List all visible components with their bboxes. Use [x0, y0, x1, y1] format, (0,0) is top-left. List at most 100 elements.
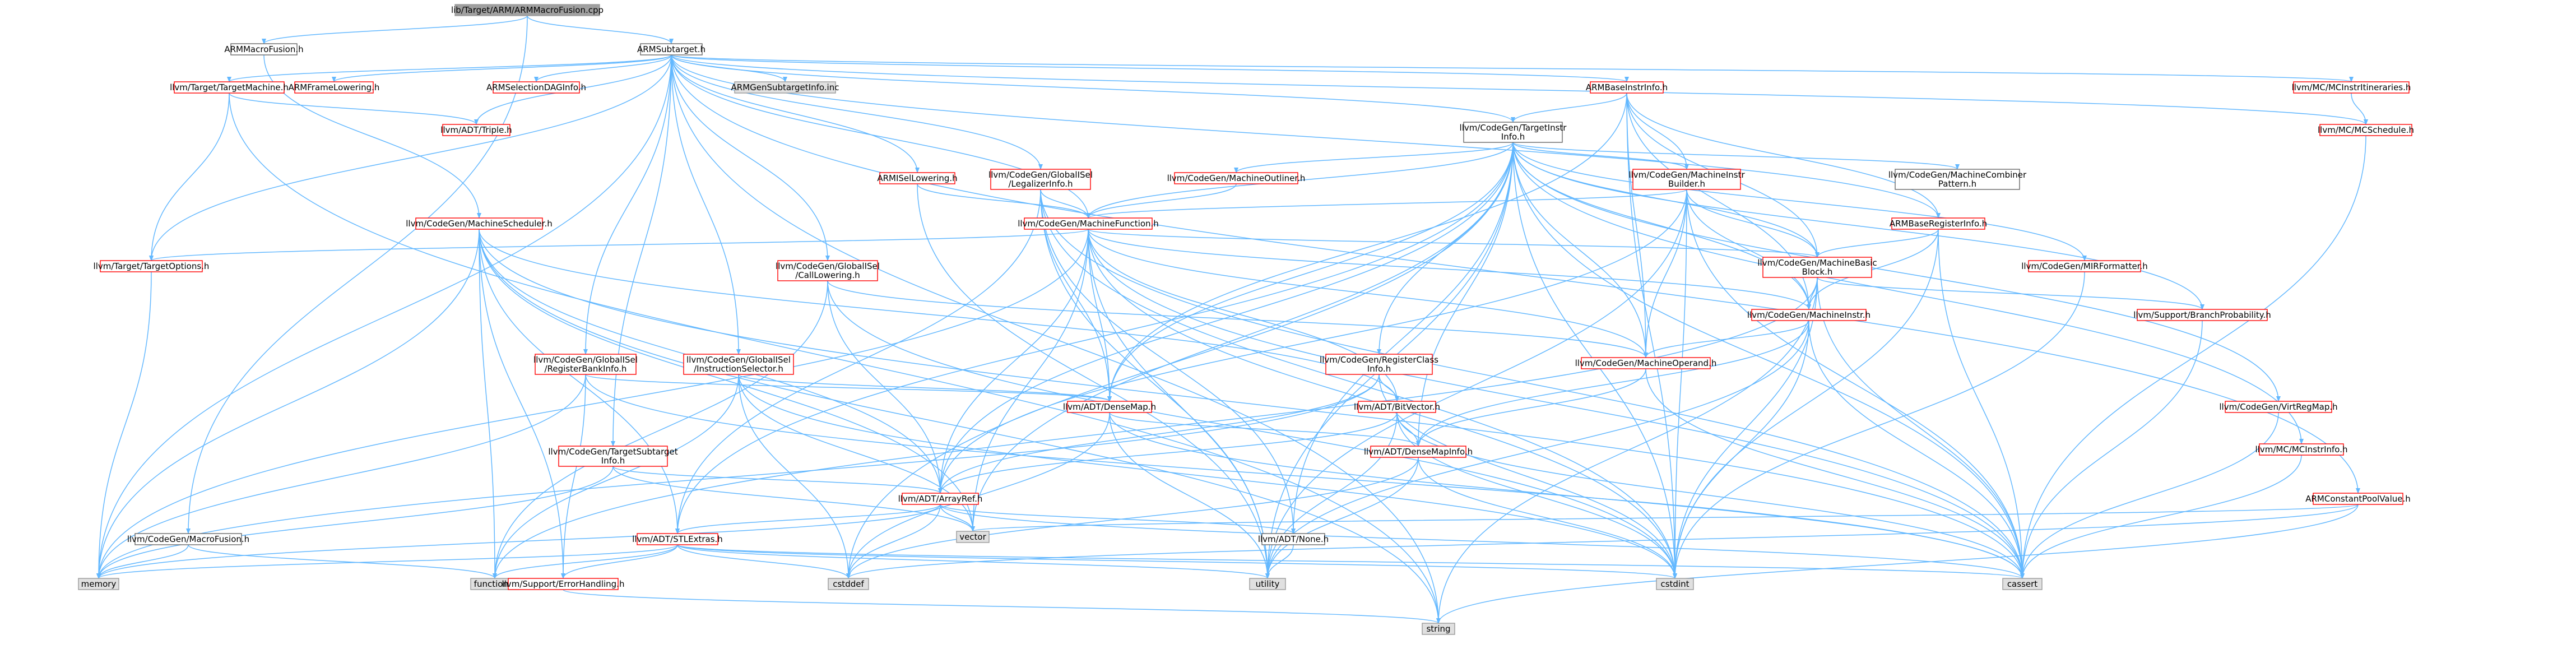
node-adt-bitvector-h[interactable]: llvm/ADT/BitVector.h [1354, 401, 1440, 413]
svg-text:llvm/CodeGen/VirtRegMap.h: llvm/CodeGen/VirtRegMap.h [2219, 402, 2337, 412]
node-codegen-machineoperand-h[interactable]: llvm/CodeGen/MachineOperand.h [1575, 357, 1717, 369]
node-codegen-machineoutliner-h[interactable]: llvm/CodeGen/MachineOutliner.h [1167, 172, 1306, 184]
svg-text:/LegalizerInfo.h: /LegalizerInfo.h [1008, 179, 1073, 189]
svg-text:llvm/MC/MCSchedule.h: llvm/MC/MCSchedule.h [2318, 125, 2414, 135]
node-armisellowering-h[interactable]: ARMISelLowering.h [877, 172, 958, 184]
dependency-edge [96, 229, 1089, 579]
dependency-edge [671, 54, 1043, 170]
dependency-edge [1418, 457, 1677, 579]
dependency-edge [534, 54, 672, 82]
dependency-edge [1644, 320, 1809, 358]
dependency-edge [675, 504, 941, 534]
node-globalisel-registerbankinfo-h[interactable]: llvm/CodeGen/GlobalISel/RegisterBankInfo… [533, 354, 638, 375]
dependency-edge [1265, 320, 1809, 579]
node-codegen-virtregmap-h[interactable]: llvm/CodeGen/VirtRegMap.h [2219, 401, 2338, 413]
node-target-targetmachine-h[interactable]: llvm/Target/TargetMachine.h [170, 81, 289, 94]
node-mc-mcinstritineraries-h[interactable]: llvm/MC/MCInstrItineraries.h [2292, 81, 2411, 94]
node-codegen-machinefunction-h[interactable]: llvm/CodeGen/MachineFunction.h [1018, 217, 1159, 230]
dependency-edge [940, 504, 2025, 579]
dependency-edge [738, 374, 1112, 402]
dependency-edge [1512, 142, 2025, 579]
dependency-edge [561, 544, 678, 579]
svg-text:llvm/Support/ErrorHandling.h: llvm/Support/ErrorHandling.h [502, 579, 625, 589]
dependency-edge [1088, 229, 1811, 310]
node-armbaseinstrinfo-h[interactable]: ARMBaseInstrInfo.h [1586, 81, 1668, 94]
svg-text:cassert: cassert [2007, 579, 2037, 589]
svg-text:string: string [1426, 624, 1450, 634]
node-support-branchprobability-h[interactable]: llvm/Support/BranchProbability.h [2133, 309, 2271, 321]
node-adt-none-h[interactable]: llvm/ADT/None.h [1258, 533, 1329, 545]
dependency-edge [1512, 142, 2204, 310]
node-globalisel-calllowering-h[interactable]: llvm/CodeGen/GlobalISel/CallLowering.h [776, 260, 880, 281]
node-adt-densemap-h[interactable]: llvm/ADT/DenseMap.h [1063, 401, 1156, 413]
dependency-edge [677, 544, 1270, 579]
dependency-edge [671, 54, 1441, 624]
node-target-targetoptions-h[interactable]: llvm/Target/TargetOptions.h [94, 260, 210, 272]
svg-text:ARMSubtarget.h: ARMSubtarget.h [637, 44, 706, 54]
dependency-edge [671, 54, 741, 355]
dependency-edge [677, 544, 851, 579]
node-armconstantpoolvalue-h[interactable]: ARMConstantPoolValue.h [2305, 493, 2411, 505]
dependency-edge [149, 229, 1089, 261]
node-codegen-mirformatter-h[interactable]: llvm/CodeGen/MIRFormatter.h [2021, 260, 2148, 272]
node-armselectiondaginfo-h[interactable]: ARMSelectionDAGInfo.h [486, 81, 586, 94]
dependency-edge [1686, 189, 1811, 310]
node-codegen-machineinstr-h[interactable]: llvm/CodeGen/MachineInstr.h [1747, 309, 1870, 321]
dependency-edge [1088, 229, 1112, 402]
node-globalisel-legalizerinfo-h[interactable]: llvm/CodeGen/GlobalISel/LegalizerInfo.h [988, 169, 1093, 190]
svg-text:llvm/ADT/DenseMapInfo.h: llvm/ADT/DenseMapInfo.h [1364, 447, 1473, 457]
dependency-edge [827, 280, 1648, 358]
dependency-edge [96, 504, 941, 579]
svg-text:Info.h: Info.h [601, 456, 625, 466]
dependency-edge [827, 280, 943, 494]
node-adt-stlextras-h[interactable]: llvm/ADT/STLExtras.h [632, 533, 723, 545]
svg-text:llvm/CodeGen/MIRFormatter.h: llvm/CodeGen/MIRFormatter.h [2021, 261, 2148, 271]
node-armframelowering-h[interactable]: ARMFrameLowering.h [289, 81, 380, 94]
dependency-edge [1265, 544, 1294, 579]
node-armmacrofusion-h[interactable]: ARMMacroFusion.h [224, 43, 304, 55]
dependency-edge [1377, 142, 1514, 355]
dependency-edge [1673, 271, 2085, 579]
svg-text:llvm/CodeGen/GlobalISel: llvm/CodeGen/GlobalISel [533, 355, 638, 365]
node-globalisel-instructionselector-h[interactable]: llvm/CodeGen/GlobalISel/InstructionSelec… [683, 354, 794, 375]
dependency-edge [671, 54, 1941, 219]
node-armbaseregisterinfo-h[interactable]: ARMBaseRegisterInfo.h [1890, 217, 1987, 230]
dependency-edge [1436, 504, 2359, 624]
dependency-edge [1107, 92, 1627, 402]
node-adt-triple-h[interactable]: llvm/ADT/Triple.h [440, 124, 512, 136]
svg-text:Pattern.h: Pattern.h [1938, 179, 1976, 189]
svg-text:ARMMacroFusion.h: ARMMacroFusion.h [224, 44, 303, 54]
node-mc-mcschedule-h[interactable]: llvm/MC/MCSchedule.h [2318, 124, 2414, 136]
dependency-edge [1265, 189, 1687, 579]
node-root-armmacrofusion-cpp[interactable]: lib/Target/ARM/ARMMacroFusion.cpp [451, 4, 604, 16]
node-codegen-macrofusion-h[interactable]: llvm/CodeGen/MacroFusion.h [127, 533, 249, 545]
dependency-edge [940, 504, 1296, 534]
dependency-edge [96, 544, 189, 579]
svg-text:memory: memory [81, 579, 117, 589]
node-mc-mcinstrinfo-h[interactable]: llvm/MC/MCInstrInfo.h [2255, 443, 2348, 456]
dependency-edge [479, 229, 2025, 579]
dependency-edge [262, 15, 528, 44]
dependency-edge [1673, 229, 1939, 579]
dependency-edge [671, 54, 2368, 125]
dependency-edge [1234, 142, 1514, 173]
node-std-cstdint: cstdint [1656, 578, 1694, 590]
dependency-edge [149, 54, 672, 261]
node-armsubtarget-h[interactable]: ARMSubtarget.h [637, 43, 706, 55]
node-support-errorhandling-h[interactable]: llvm/Support/ErrorHandling.h [502, 578, 625, 590]
node-codegen-machinescheduler-h[interactable]: llvm/CodeGen/MachineScheduler.h [406, 217, 553, 230]
dependency-edge [1109, 412, 1421, 447]
dependency-edge [1436, 277, 1818, 624]
dependency-edge [1416, 142, 1514, 447]
dependency-edge [671, 54, 830, 261]
dependency-edge [738, 374, 1677, 579]
node-adt-arrayref-h[interactable]: llvm/ADT/ArrayRef.h [898, 493, 983, 505]
node-adt-densemapinfo-h[interactable]: llvm/ADT/DenseMapInfo.h [1364, 446, 1473, 458]
dependency-edge [677, 544, 2025, 579]
